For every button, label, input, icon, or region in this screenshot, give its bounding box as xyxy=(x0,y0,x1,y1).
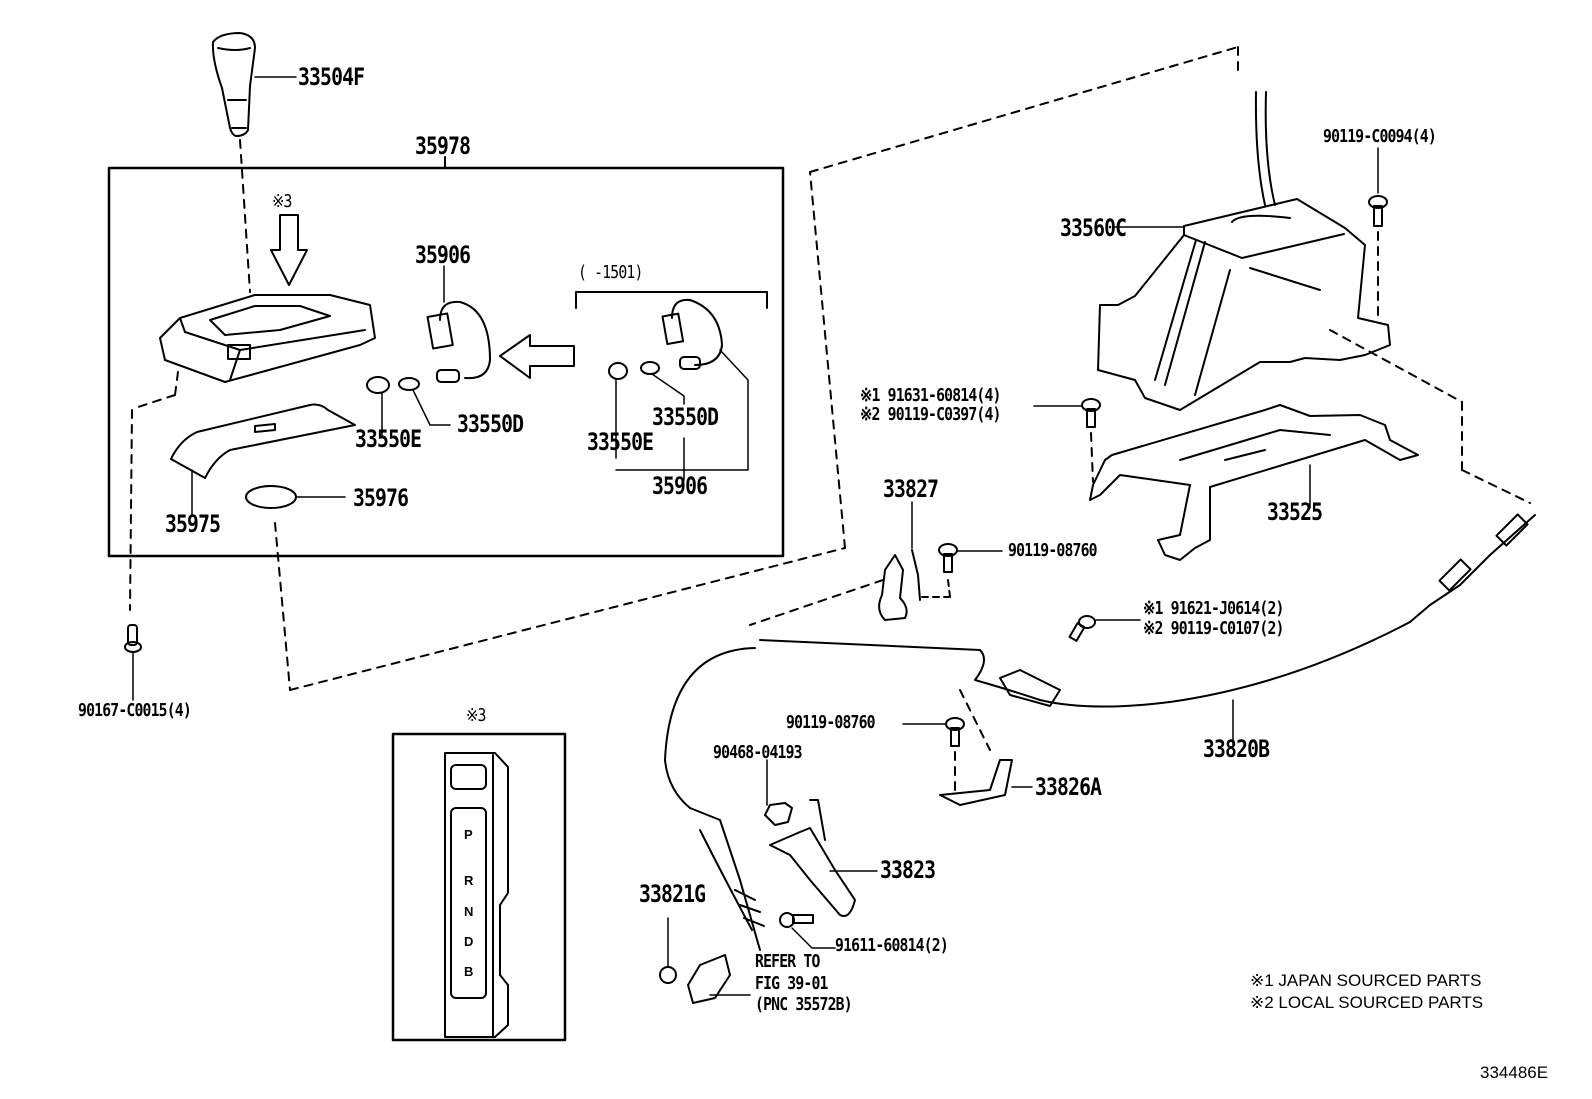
console-cover[interactable] xyxy=(170,403,356,479)
down-arrow-icon xyxy=(270,214,308,286)
cable-clamp-lower[interactable] xyxy=(939,759,1013,806)
transmission-control-cable[interactable] xyxy=(664,513,1536,951)
bolt-lower-icon[interactable] xyxy=(945,717,965,747)
callout-91621-J0614[interactable]: ※1 91621-J0614(2) xyxy=(1143,598,1284,619)
bolt-icon[interactable] xyxy=(1368,195,1388,227)
left-arrow-icon xyxy=(499,334,575,379)
indicator-detail-box xyxy=(391,732,567,1042)
shift-knob-icon[interactable] xyxy=(211,32,256,137)
callout-90167-C0015[interactable]: 90167-C0015(4) xyxy=(78,700,192,721)
callout-35978[interactable]: 35978 xyxy=(415,132,471,160)
indicator-plate[interactable] xyxy=(245,485,297,509)
callout-91631-60814[interactable]: ※1 91631-60814(4) xyxy=(860,385,1001,406)
legend-local-sourced: ※2 LOCAL SOURCED PARTS xyxy=(1250,993,1484,1012)
range-note: ( -1501) xyxy=(578,262,643,283)
callout-90119-C0107[interactable]: ※2 90119-C0107(2) xyxy=(1143,618,1284,639)
cable-bracket-plate xyxy=(999,669,1061,707)
ref3-arrow-label: ※3 xyxy=(272,191,292,212)
refer-note-line3: (PNC 35572B) xyxy=(755,994,853,1015)
legend-japan-sourced: ※1 JAPAN SOURCED PARTS xyxy=(1250,971,1482,990)
callout-35906-alt[interactable]: 35906 xyxy=(652,472,708,500)
callout-33823[interactable]: 33823 xyxy=(880,856,936,884)
shift-console-housing[interactable] xyxy=(159,294,376,383)
callout-90119-C0397[interactable]: ※2 90119-C0397(4) xyxy=(860,404,1001,425)
bulb-icon[interactable] xyxy=(398,377,420,391)
shift-indicator-panel xyxy=(444,752,509,1038)
callout-33827[interactable]: 33827 xyxy=(883,475,939,503)
callout-33525[interactable]: 33525 xyxy=(1267,498,1323,526)
bulb-socket-icon[interactable] xyxy=(366,376,390,394)
callout-33550E-alt[interactable]: 33550E xyxy=(587,428,654,456)
figure-id: 334486E xyxy=(1480,1063,1549,1082)
callout-33504F[interactable]: 33504F xyxy=(298,63,365,91)
callout-90119-C0094[interactable]: 90119-C0094(4) xyxy=(1323,126,1437,147)
bolt-clamp-icon[interactable] xyxy=(938,543,958,573)
shift-lever-assembly[interactable] xyxy=(1097,91,1391,411)
callout-33820B[interactable]: 33820B xyxy=(1203,735,1270,763)
callout-35906[interactable]: 35906 xyxy=(415,241,471,269)
bulb-alt-icon[interactable] xyxy=(640,361,660,375)
bolt-retainer-icon[interactable] xyxy=(1081,398,1101,428)
shift-position-p: P xyxy=(464,827,473,842)
bolt-cable-icon[interactable] xyxy=(1068,615,1096,642)
refer-note-line2: FIG 39-01 xyxy=(755,973,828,994)
shift-position-d: D xyxy=(464,934,474,949)
callout-35975[interactable]: 35975 xyxy=(165,510,221,538)
screw-icon[interactable] xyxy=(124,624,142,653)
shift-position-n: N xyxy=(464,904,474,919)
callout-90119-08760-lower[interactable]: 90119-08760 xyxy=(786,712,876,733)
callout-33550E[interactable]: 33550E xyxy=(355,425,422,453)
wire-harness-alt-icon[interactable] xyxy=(661,298,723,370)
callout-90468-04193[interactable]: 90468-04193 xyxy=(713,742,803,763)
callout-90119-08760[interactable]: 90119-08760 xyxy=(1008,540,1098,561)
cable-end-bracket[interactable] xyxy=(687,954,731,1004)
callout-33826A[interactable]: 33826A xyxy=(1035,773,1102,801)
nut-icon[interactable] xyxy=(659,966,677,984)
refer-note-line1: REFER TO xyxy=(755,951,820,972)
cable-clamp[interactable] xyxy=(878,549,921,621)
clip-icon[interactable] xyxy=(764,802,793,826)
callout-91611-60814[interactable]: 91611-60814(2) xyxy=(835,935,949,956)
callout-33821G[interactable]: 33821G xyxy=(639,880,706,908)
bulb-socket-alt-icon[interactable] xyxy=(608,362,628,380)
callout-33550D[interactable]: 33550D xyxy=(457,410,524,438)
callout-33560C[interactable]: 33560C xyxy=(1060,214,1127,242)
cable-bracket[interactable] xyxy=(769,799,856,917)
wire-harness-icon[interactable] xyxy=(426,300,491,383)
shift-lever-retainer[interactable] xyxy=(1089,404,1419,561)
callout-35976[interactable]: 35976 xyxy=(353,484,409,512)
bolt-bracket-icon[interactable] xyxy=(779,912,814,928)
indicator-ref-label: ※3 xyxy=(466,705,486,726)
callout-33550D-alt[interactable]: 33550D xyxy=(652,403,719,431)
shift-position-b: B xyxy=(464,964,474,979)
shift-position-r: R xyxy=(464,873,474,888)
